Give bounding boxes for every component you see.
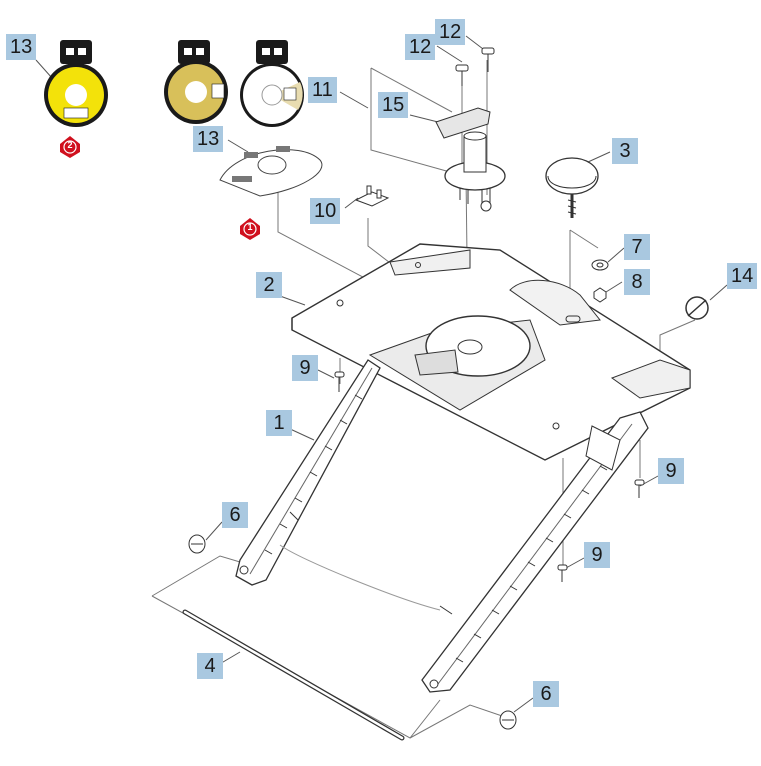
callout-12-upper: 12 [435,19,466,45]
leader-7 [607,247,625,263]
callout-4: 4 [197,653,223,679]
callout-8: 8 [624,269,650,295]
leader-2 [279,295,306,306]
callout-9-left: 9 [292,355,318,381]
leader-14 [709,284,728,301]
callout-15: 15 [378,92,409,118]
callout-9-bottom: 9 [584,542,610,568]
leader-9a [317,369,335,379]
leader-15 [409,114,439,123]
leader-1 [287,427,315,441]
callout-6-left: 6 [222,502,248,528]
white-sticker [240,40,304,127]
callout-3: 3 [612,138,638,164]
leader-8 [605,281,623,293]
callout-14: 14 [727,263,758,289]
callout-12-lower: 12 [405,34,436,60]
callout-9-right: 9 [658,458,684,484]
callout-13-yellow-label: 13 [6,34,37,60]
callout-11: 11 [308,77,337,103]
leader-9c [565,557,585,569]
callout-6-right: 6 [533,681,559,707]
leader-13b [227,139,249,153]
gold-sticker [164,40,228,124]
leader-3 [587,151,611,163]
yellow-sticker-13 [44,40,108,127]
leader-13a [35,59,53,79]
leader-6a [205,521,223,541]
warning-marker-2 [60,136,80,158]
leader-6b [513,697,534,713]
callout-10: 10 [310,198,341,224]
callout-13-plate: 13 [193,126,224,152]
leader-11 [339,91,369,109]
callout-1: 1 [266,410,292,436]
warning-number-1: 1 [247,222,253,232]
leader-12b [436,45,463,63]
warning-marker-1 [240,218,260,240]
callout-7: 7 [624,234,650,260]
callout-2: 2 [256,272,282,298]
warning-number-2: 2 [67,140,73,150]
